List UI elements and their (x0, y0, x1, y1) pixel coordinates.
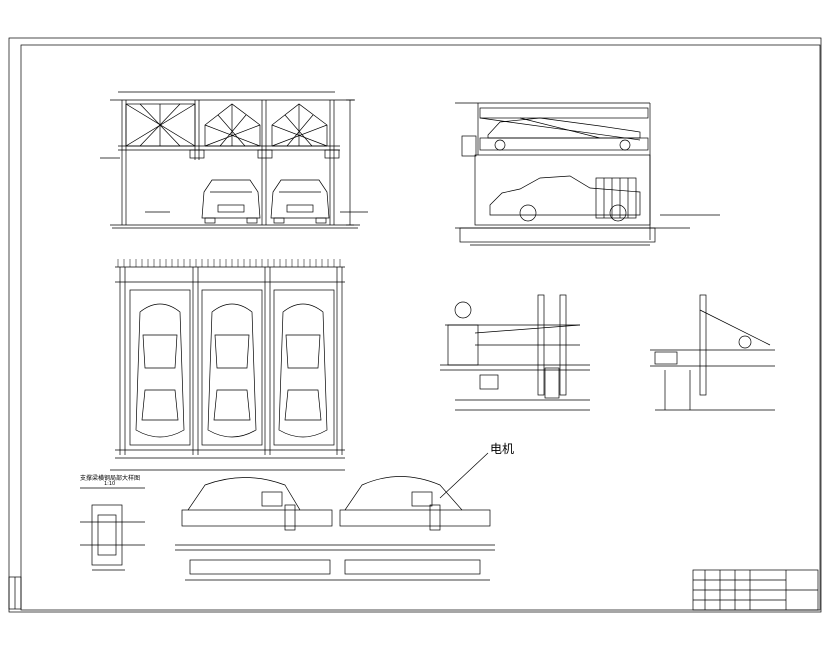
motor-left (261, 491, 283, 507)
side-elevation-two-level (455, 102, 720, 246)
plan-view-hatch (117, 259, 341, 267)
plan-view-three-bays (110, 266, 345, 471)
motor-callout-label: 电机 (490, 442, 515, 456)
car-top-1 (135, 303, 185, 438)
detail-title: 支撑梁横钢局部大样图 (80, 475, 141, 482)
front-elevation-three-bays (100, 91, 368, 229)
outer-border (8, 37, 822, 613)
car-top-3 (278, 303, 328, 438)
motor-right (411, 491, 433, 507)
car-top-2 (207, 303, 257, 438)
motor-drive-elevation (175, 452, 495, 581)
title-block (8, 569, 819, 611)
side-detail-left (440, 294, 590, 411)
detail-scale: 1:10 (104, 481, 116, 487)
inner-border (20, 44, 821, 611)
side-detail-right (650, 294, 775, 411)
beam-detail-section (80, 487, 145, 571)
